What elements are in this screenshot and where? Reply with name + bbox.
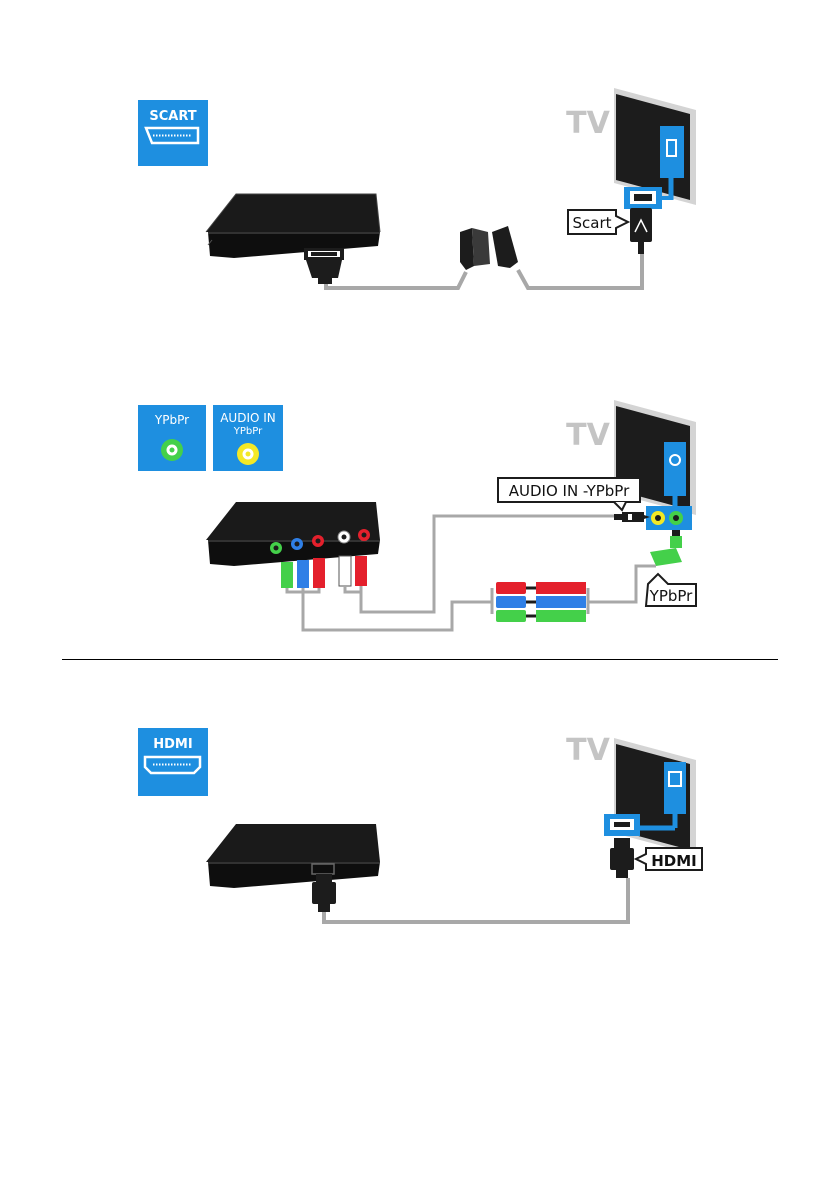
- video-cable-label: YPbPr: [649, 587, 694, 605]
- hdmi-port-label: HDMI: [153, 737, 192, 752]
- scart-port-icon: SCART: [138, 100, 208, 166]
- audio-cable-label: AUDIO IN -YPbPr: [509, 482, 630, 500]
- tv-icon: [614, 738, 696, 855]
- set-top-box-icon: [206, 502, 380, 566]
- hdmi-cable-callout: HDMI: [636, 848, 702, 870]
- ypbpr-connection-diagram: YPbPr AUDIO IN YPbPr TV: [0, 330, 840, 660]
- hdmi-connection-diagram: HDMI TV HDMI: [0, 700, 840, 1000]
- audio-in-label-1: AUDIO IN: [220, 411, 276, 425]
- video-cable-callout: YPbPr: [646, 574, 696, 606]
- scart-connection-diagram: SCART TV Scart: [0, 0, 840, 330]
- scart-cable-callout: Scart: [568, 210, 628, 234]
- component-cable: [496, 582, 586, 622]
- tv-label: TV: [566, 106, 610, 141]
- ypbpr-port-icon: YPbPr: [138, 405, 206, 471]
- scart-port-label: SCART: [149, 109, 196, 124]
- set-top-box-icon: [206, 824, 380, 888]
- section-divider: [62, 659, 778, 660]
- hdmi-port-icon: HDMI: [138, 728, 208, 796]
- audio-cable-callout: AUDIO IN -YPbPr: [498, 478, 640, 510]
- audio-in-port-icon: AUDIO IN YPbPr: [213, 405, 283, 471]
- ypbpr-port-label: YPbPr: [154, 413, 189, 427]
- hdmi-cable-label: HDMI: [651, 852, 697, 870]
- audio-in-label-2: YPbPr: [233, 426, 263, 437]
- set-top-box-icon: [206, 194, 380, 258]
- scart-cable-label: Scart: [572, 214, 611, 232]
- tv-label: TV: [566, 733, 610, 768]
- tv-label: TV: [566, 418, 610, 453]
